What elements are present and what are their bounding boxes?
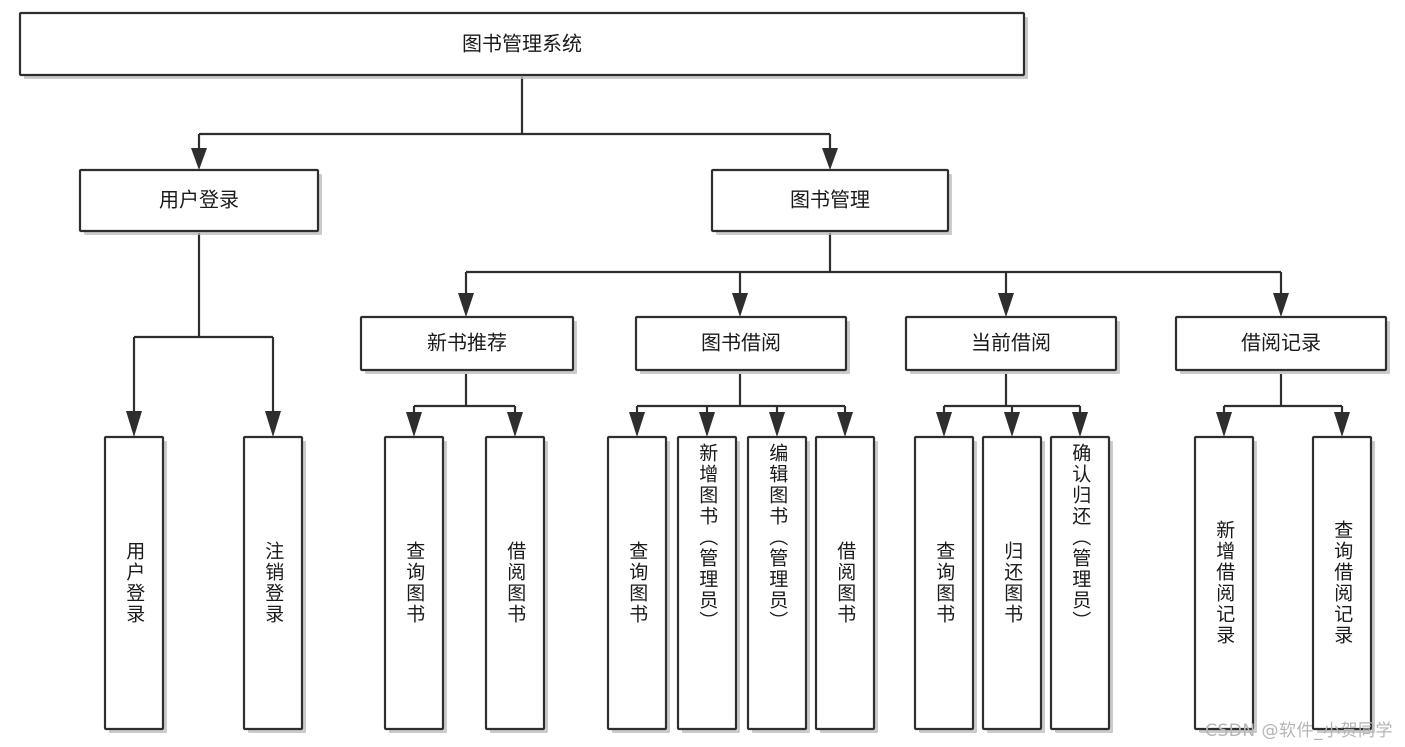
node-leaf-confirm-return-box[interactable] xyxy=(1049,435,1111,731)
node-book-borrow-box[interactable] xyxy=(634,315,848,372)
node-leaf-add-record[interactable] xyxy=(1193,435,1257,733)
node-leaf-edit-book[interactable] xyxy=(746,435,810,733)
node-leaf-query-book-1-box[interactable] xyxy=(383,435,445,731)
arrow-head-book-borrow xyxy=(732,293,748,317)
node-leaf-borrow-book-2-box[interactable] xyxy=(814,435,876,731)
node-leaf-query-book-3-box[interactable] xyxy=(913,435,975,731)
node-root-label: 图书管理系统 xyxy=(462,32,582,56)
arrow-head-new-book-recommend xyxy=(458,293,474,317)
connector-group-book-manage xyxy=(458,233,1289,317)
connector-group-book-borrow xyxy=(629,374,853,437)
node-leaf-return-book-box[interactable] xyxy=(981,435,1043,731)
node-leaf-query-book-2-box[interactable] xyxy=(606,435,668,731)
node-current-borrow[interactable]: 当前借阅 xyxy=(904,315,1120,374)
arrow-head-leaf-query-book-2 xyxy=(629,412,645,437)
node-book-borrow-label: 图书借阅 xyxy=(701,331,781,355)
arrow-head-current-borrow xyxy=(998,293,1014,317)
node-leaf-add-book-box[interactable] xyxy=(676,435,738,731)
arrow-head-leaf-borrow-book-2 xyxy=(837,412,853,437)
node-leaf-borrow-book-1-box[interactable] xyxy=(484,435,546,731)
arrow-head-leaf-edit-book xyxy=(769,412,785,437)
node-user-login-label: 用户登录 xyxy=(159,188,239,212)
node-new-book-recommend[interactable]: 新书推荐 xyxy=(359,315,577,374)
node-root[interactable]: 图书管理系统 xyxy=(18,11,1028,79)
arrow-head-leaf-user-login xyxy=(126,411,142,437)
arrow-head-leaf-query-record xyxy=(1334,412,1350,437)
arrow-head-leaf-add-record xyxy=(1216,412,1232,437)
node-leaf-edit-book-box[interactable] xyxy=(746,435,808,731)
node-leaf-add-record-box[interactable] xyxy=(1193,435,1255,731)
node-leaf-borrow-book-2[interactable] xyxy=(814,435,878,733)
connector-group-new-book-recommend xyxy=(406,374,523,437)
connector-group-root xyxy=(191,77,838,170)
connector-group-user-login xyxy=(126,233,281,437)
node-book-manage[interactable]: 图书管理 xyxy=(710,168,952,235)
arrow-head-leaf-borrow-book-1 xyxy=(507,412,523,437)
arrow-head-leaf-add-book xyxy=(699,412,715,437)
arrow-head-leaf-query-book-1 xyxy=(406,412,422,437)
node-borrow-record-box[interactable] xyxy=(1174,315,1388,372)
node-book-borrow[interactable]: 图书借阅 xyxy=(634,315,850,374)
node-current-borrow-label: 当前借阅 xyxy=(971,331,1051,355)
node-leaf-query-book-2[interactable] xyxy=(606,435,670,733)
arrow-head-leaf-return-book xyxy=(1004,412,1020,437)
node-leaf-confirm-return[interactable] xyxy=(1049,435,1113,733)
node-user-login-box[interactable] xyxy=(78,168,320,233)
node-book-manage-box[interactable] xyxy=(710,168,950,233)
arrow-head-borrow-record xyxy=(1273,293,1289,317)
node-leaf-user-login-box[interactable] xyxy=(103,435,165,731)
watermark-text: CSDN @软件_小贺同学 xyxy=(1205,721,1393,741)
arrow-head-leaf-user-logout xyxy=(265,411,281,437)
connector-group-borrow-record xyxy=(1216,374,1350,437)
node-leaf-user-logout-box[interactable] xyxy=(242,435,304,731)
node-leaf-user-logout[interactable] xyxy=(242,435,306,733)
arrow-head-leaf-query-book-3 xyxy=(936,412,952,437)
node-user-login[interactable]: 用户登录 xyxy=(78,168,322,235)
node-new-book-recommend-box[interactable] xyxy=(359,315,575,372)
node-leaf-add-book[interactable] xyxy=(676,435,740,733)
arrow-head-book-manage xyxy=(822,148,838,170)
node-root-box[interactable] xyxy=(18,11,1026,77)
node-leaf-query-record-box[interactable] xyxy=(1311,435,1373,731)
node-leaf-query-record[interactable] xyxy=(1311,435,1375,733)
node-borrow-record-label: 借阅记录 xyxy=(1241,331,1321,355)
arrow-head-leaf-confirm-return xyxy=(1072,412,1088,437)
node-leaf-query-book-1[interactable] xyxy=(383,435,447,733)
node-book-manage-label: 图书管理 xyxy=(790,188,870,212)
node-current-borrow-box[interactable] xyxy=(904,315,1118,372)
node-leaf-borrow-book-1[interactable] xyxy=(484,435,548,733)
node-borrow-record[interactable]: 借阅记录 xyxy=(1174,315,1390,374)
node-leaf-user-login[interactable] xyxy=(103,435,167,733)
node-leaf-return-book[interactable] xyxy=(981,435,1045,733)
node-new-book-recommend-label: 新书推荐 xyxy=(427,331,507,355)
connector-group-current-borrow xyxy=(936,374,1088,437)
node-leaf-query-book-3[interactable] xyxy=(913,435,977,733)
arrow-head-user-login xyxy=(191,148,207,170)
